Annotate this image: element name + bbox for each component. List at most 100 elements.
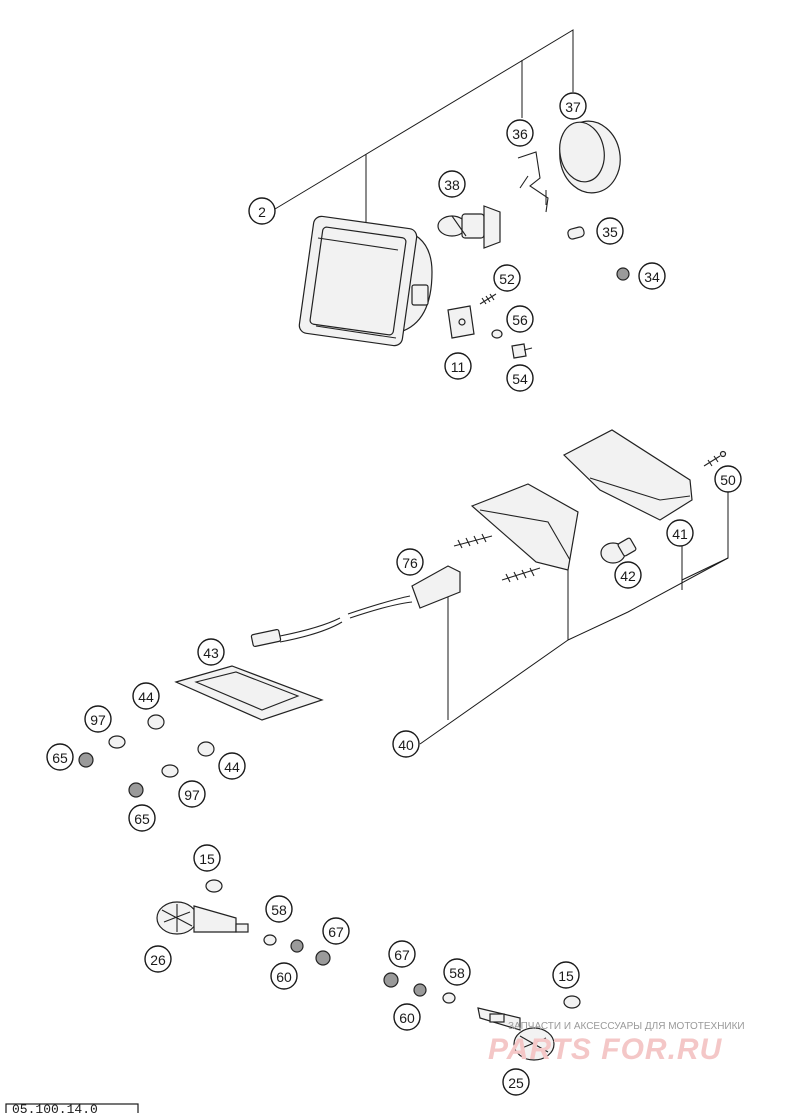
callout-label: 37 [565, 99, 581, 115]
callout-circle [322, 917, 350, 945]
screw [479, 293, 497, 305]
callout-54: 54 [506, 364, 534, 392]
callout-37: 37 [559, 92, 587, 120]
callout-label: 67 [328, 924, 344, 940]
callout-label: 52 [499, 271, 515, 287]
callout-97: 97 [178, 780, 206, 808]
callout-circle [128, 804, 156, 832]
callout-67: 67 [388, 940, 416, 968]
mounting-studs [453, 533, 541, 583]
washer [491, 329, 503, 339]
callout-56: 56 [506, 305, 534, 333]
callout-circle [393, 1003, 421, 1031]
nut-upper [78, 752, 94, 768]
indicator-bulb-right [563, 995, 581, 1009]
tail-light-housing [470, 483, 579, 571]
callout-circle [666, 519, 694, 547]
callout-label: 15 [558, 968, 574, 984]
watermark: ЗАПЧАСТИ И АКСЕССУАРЫ ДЛЯ МОТОТЕХНИКИ PA… [488, 1021, 745, 1066]
callout-52: 52 [493, 264, 521, 292]
callout-circle [596, 217, 624, 245]
callout-26: 26 [144, 945, 172, 973]
bushing-upper [147, 714, 165, 730]
callout-58: 58 [265, 895, 293, 923]
headlight-bracket [447, 305, 475, 339]
callout-65: 65 [46, 743, 74, 771]
parking-bulb [567, 226, 585, 240]
reference-code: 05.100.14.0 [12, 1102, 98, 1113]
callout-circle [218, 752, 246, 780]
headlight-bulb [437, 205, 501, 249]
callout-circle [444, 352, 472, 380]
callout-label: 97 [90, 712, 106, 728]
callout-label: 58 [271, 902, 287, 918]
callout-76: 76 [396, 548, 424, 576]
callout-label: 25 [508, 1075, 524, 1091]
callout-label: 36 [512, 126, 528, 142]
callout-circle [443, 958, 471, 986]
callout-label: 67 [394, 947, 410, 963]
callout-2: 2 [248, 197, 276, 225]
wiring-harness [250, 565, 461, 648]
callout-label: 76 [402, 555, 418, 571]
callout-circle [614, 561, 642, 589]
callout-label: 11 [451, 359, 466, 375]
callout-label: 35 [602, 224, 618, 240]
callout-label: 2 [258, 204, 266, 220]
callout-44: 44 [132, 682, 160, 710]
callout-34: 34 [638, 262, 666, 290]
callout-label: 56 [512, 312, 528, 328]
callout-circle [714, 465, 742, 493]
callout-circle [84, 705, 112, 733]
callout-circle [388, 940, 416, 968]
callout-circle [559, 92, 587, 120]
callout-label: 58 [449, 965, 465, 981]
callout-65: 65 [128, 804, 156, 832]
callout-label: 97 [184, 787, 200, 803]
callout-97: 97 [84, 705, 112, 733]
callout-42: 42 [614, 561, 642, 589]
callout-35: 35 [596, 217, 624, 245]
indicator-hardware-right [383, 972, 456, 1004]
callout-41: 41 [666, 519, 694, 547]
callout-40: 40 [392, 730, 420, 758]
tail-light-lens [562, 429, 693, 521]
callout-circle [270, 962, 298, 990]
callout-44: 44 [218, 752, 246, 780]
callout-circle [392, 730, 420, 758]
reference-code-box: 05.100.14.0 [5, 1102, 139, 1113]
callout-circle [396, 548, 424, 576]
license-plate-holder [174, 665, 324, 721]
callout-label: 65 [52, 750, 68, 766]
callout-label: 15 [199, 851, 215, 867]
callout-36: 36 [506, 119, 534, 147]
indicator-hardware-left [263, 934, 331, 966]
headlight-ring [559, 120, 621, 194]
indicator-right [477, 1007, 555, 1061]
indicator-left [156, 901, 249, 935]
callout-label: 43 [203, 645, 219, 661]
callout-67: 67 [322, 917, 350, 945]
callout-circle [502, 1068, 530, 1096]
callout-43: 43 [197, 638, 225, 666]
callout-label: 34 [644, 269, 660, 285]
washer-lower [161, 764, 179, 778]
callout-label: 38 [444, 177, 460, 193]
callout-58: 58 [443, 958, 471, 986]
indicator-bulb-left [205, 879, 223, 893]
callout-circle [506, 305, 534, 333]
callout-circle [438, 170, 466, 198]
callout-label: 42 [620, 568, 636, 584]
callout-15: 15 [552, 961, 580, 989]
callout-15: 15 [193, 844, 221, 872]
callout-label: 65 [134, 811, 150, 827]
callout-60: 60 [393, 1003, 421, 1031]
callout-label: 60 [276, 969, 292, 985]
washer-upper [108, 735, 126, 749]
callout-circle [552, 961, 580, 989]
callout-label: 54 [512, 371, 528, 387]
callout-layer: 2373638353452561154504176424340449765449… [46, 92, 742, 1096]
spring-clip [517, 151, 549, 213]
callout-circle [197, 638, 225, 666]
callout-label: 44 [224, 759, 240, 775]
